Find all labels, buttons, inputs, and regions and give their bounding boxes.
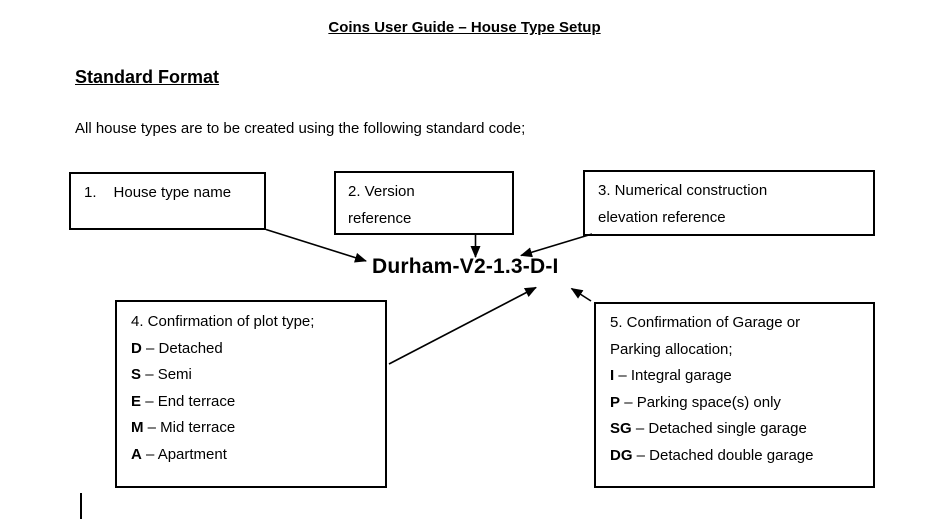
list-item: I – Integral garage	[610, 367, 732, 384]
callout-version-reference: 2. Version reference	[334, 171, 514, 235]
callout-line: 3. Numerical construction	[598, 182, 768, 199]
list-item: SG – Detached single garage	[610, 420, 807, 437]
list-item: D – Detached	[131, 339, 223, 357]
callout-label: House type name	[113, 184, 232, 201]
text-cursor	[80, 493, 82, 519]
callout-line: 2. Version	[348, 183, 415, 200]
list-item: E – End terrace	[131, 392, 236, 410]
section-heading: Standard Format	[75, 67, 220, 87]
callout-number: 1.	[84, 184, 97, 201]
callout-title: Parking allocation;	[610, 340, 733, 358]
document-title: Coins User Guide – House Type Setup	[328, 19, 601, 36]
callout-line: elevation reference	[598, 209, 726, 226]
list-item: S – Semi	[131, 366, 192, 383]
callout-garage-allocation: 5. Confirmation of Garage or Parking all…	[594, 302, 875, 488]
list-item: DG – Detached double garage	[610, 446, 814, 464]
callout-line: reference	[348, 210, 412, 227]
standard-code-example: Durham-V2-1.3-D-I	[372, 255, 559, 278]
callout-house-type-name: 1. House type name	[69, 172, 266, 230]
arrow-plot-type-icon	[388, 286, 537, 365]
callout-elevation-reference: 3. Numerical construction elevation refe…	[583, 170, 875, 236]
intro-paragraph: All house types are to be created using …	[75, 120, 526, 137]
callout-title: 5. Confirmation of Garage or	[610, 314, 801, 331]
list-item: A – Apartment	[131, 445, 227, 463]
callout-title: 4. Confirmation of plot type;	[131, 313, 315, 330]
callout-plot-type: 4. Confirmation of plot type; D – Detach…	[115, 300, 387, 488]
arrow-elevation-reference-icon	[520, 233, 593, 258]
arrow-garage-allocation-icon	[570, 287, 592, 302]
list-item: M – Mid terrace	[131, 419, 236, 436]
list-item: P – Parking space(s) only	[610, 393, 781, 411]
